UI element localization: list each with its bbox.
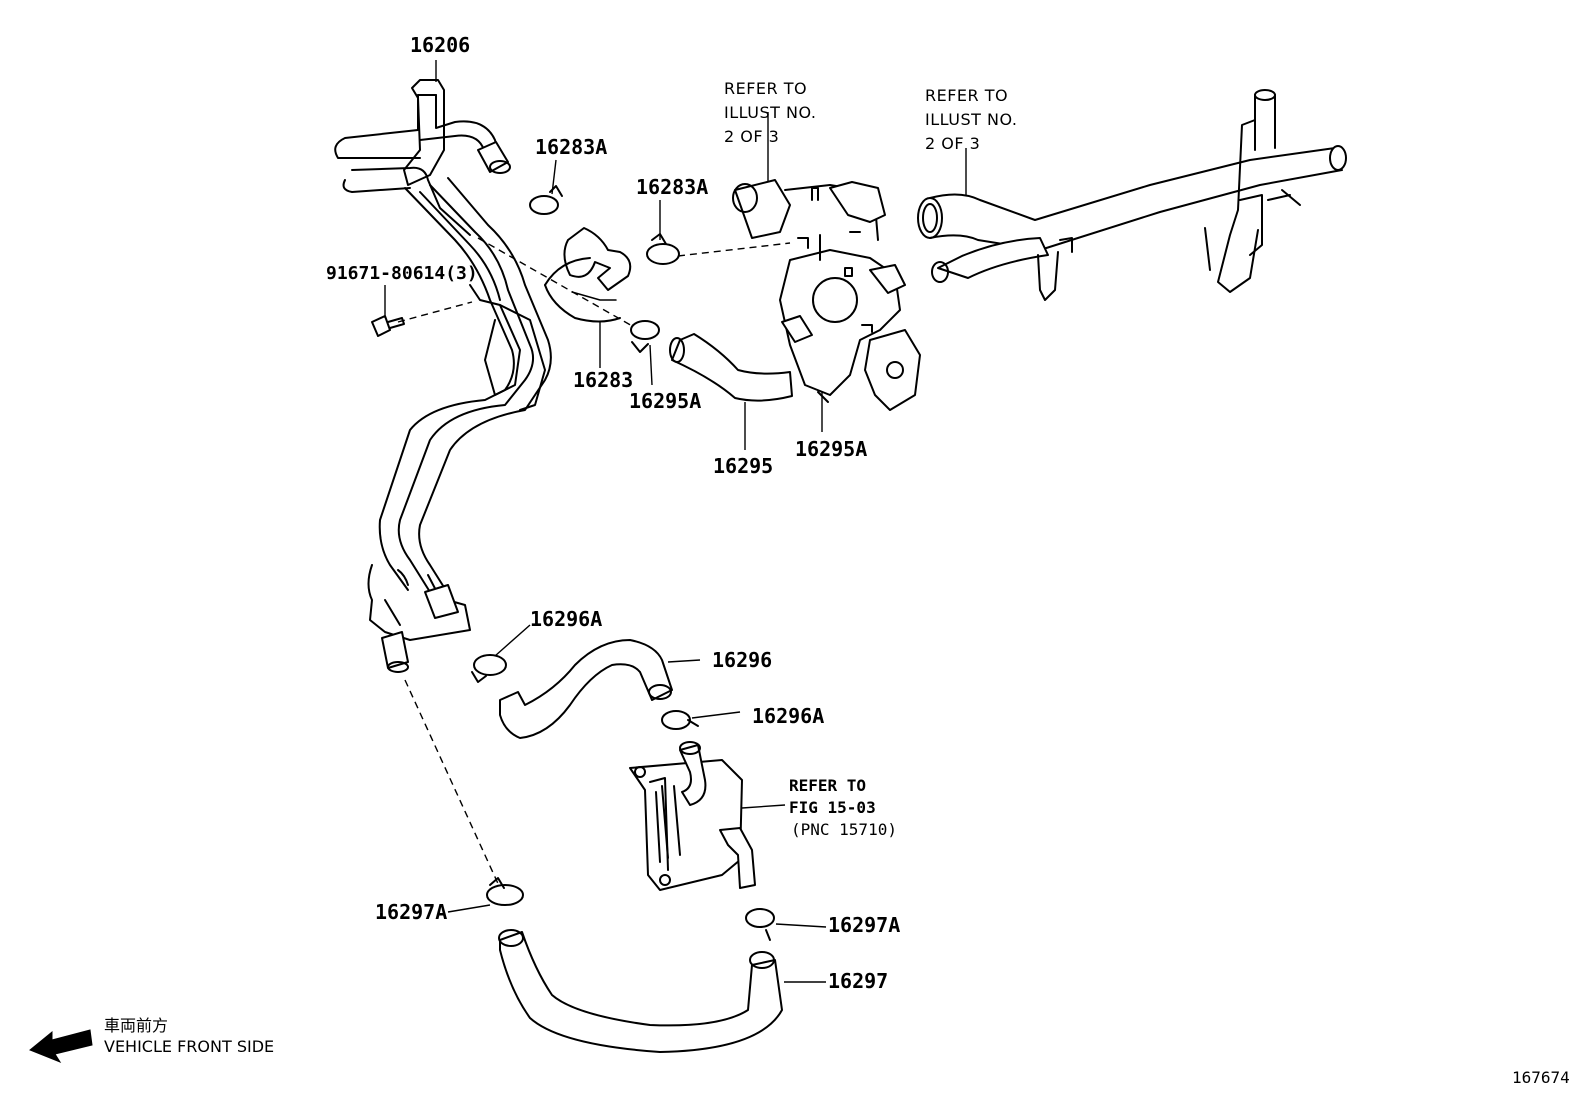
oil-cooler <box>629 741 756 891</box>
refer-note-right: REFER TO ILLUST NO. 2 OF 3 <box>925 86 1017 153</box>
part-label-16283a-1[interactable]: 16283A <box>535 135 607 159</box>
refer-fig-line-1: REFER TO <box>789 776 866 795</box>
hose-clamp-16283a-1 <box>529 185 563 215</box>
hose-16297 <box>498 929 783 1053</box>
direction-english: VEHICLE FRONT SIDE <box>104 1037 274 1056</box>
refer-note-left: REFER TO ILLUST NO. 2 OF 3 <box>724 79 816 146</box>
part-label-16283a-2[interactable]: 16283A <box>636 175 708 199</box>
part-label-16295a-2[interactable]: 16295A <box>795 437 867 461</box>
direction-japanese: 車両前方 <box>104 1016 168 1035</box>
clamp-16296a-2 <box>661 710 699 730</box>
refer-note-fig: REFER TO FIG 15-03 (PNC 15710) <box>789 776 897 839</box>
part-label-16206[interactable]: 16206 <box>410 33 470 57</box>
clamp-16296a-1 <box>471 654 507 683</box>
water-pipe-assembly <box>334 79 791 889</box>
part-label-16295[interactable]: 16295 <box>713 454 773 478</box>
refer-left-line-3: 2 OF 3 <box>724 127 779 146</box>
refer-left-line-1: REFER TO <box>724 79 807 98</box>
clamp-16297a-1 <box>486 877 524 906</box>
part-label-16297a-1[interactable]: 16297A <box>375 900 447 924</box>
part-label-16296[interactable]: 16296 <box>712 648 772 672</box>
refer-right-line-1: REFER TO <box>925 86 1008 105</box>
part-label-16283[interactable]: 16283 <box>573 368 633 392</box>
part-label-16296a-2[interactable]: 16296A <box>752 704 824 728</box>
hose-clamp-16295a-1 <box>630 320 660 353</box>
refer-fig-line-2: FIG 15-03 <box>789 798 876 817</box>
water-bypass-pipe <box>917 89 1347 301</box>
refer-right-line-2: ILLUST NO. <box>925 110 1017 129</box>
illustration-number: 167674 <box>1512 1068 1570 1087</box>
front-arrow-icon <box>29 1029 93 1064</box>
hose-16296 <box>499 639 673 739</box>
hose-clamp-16283a-2 <box>646 233 680 265</box>
leader-lines <box>384 60 967 983</box>
refer-right-line-3: 2 OF 3 <box>925 134 980 153</box>
hose-16295 <box>669 333 793 402</box>
part-label-16297a-2[interactable]: 16297A <box>828 913 900 937</box>
vehicle-front-indicator: 車両前方 VEHICLE FRONT SIDE <box>29 1016 274 1064</box>
part-label-16296a-1[interactable]: 16296A <box>530 607 602 631</box>
part-label-16297[interactable]: 16297 <box>828 969 888 993</box>
refer-fig-line-3: (PNC 15710) <box>791 820 897 839</box>
part-label-91671-80614[interactable]: 91671-80614(3) <box>326 263 478 284</box>
part-label-16295a-1[interactable]: 16295A <box>629 389 701 413</box>
refer-left-line-2: ILLUST NO. <box>724 103 816 122</box>
clamp-16297a-2 <box>745 908 775 941</box>
